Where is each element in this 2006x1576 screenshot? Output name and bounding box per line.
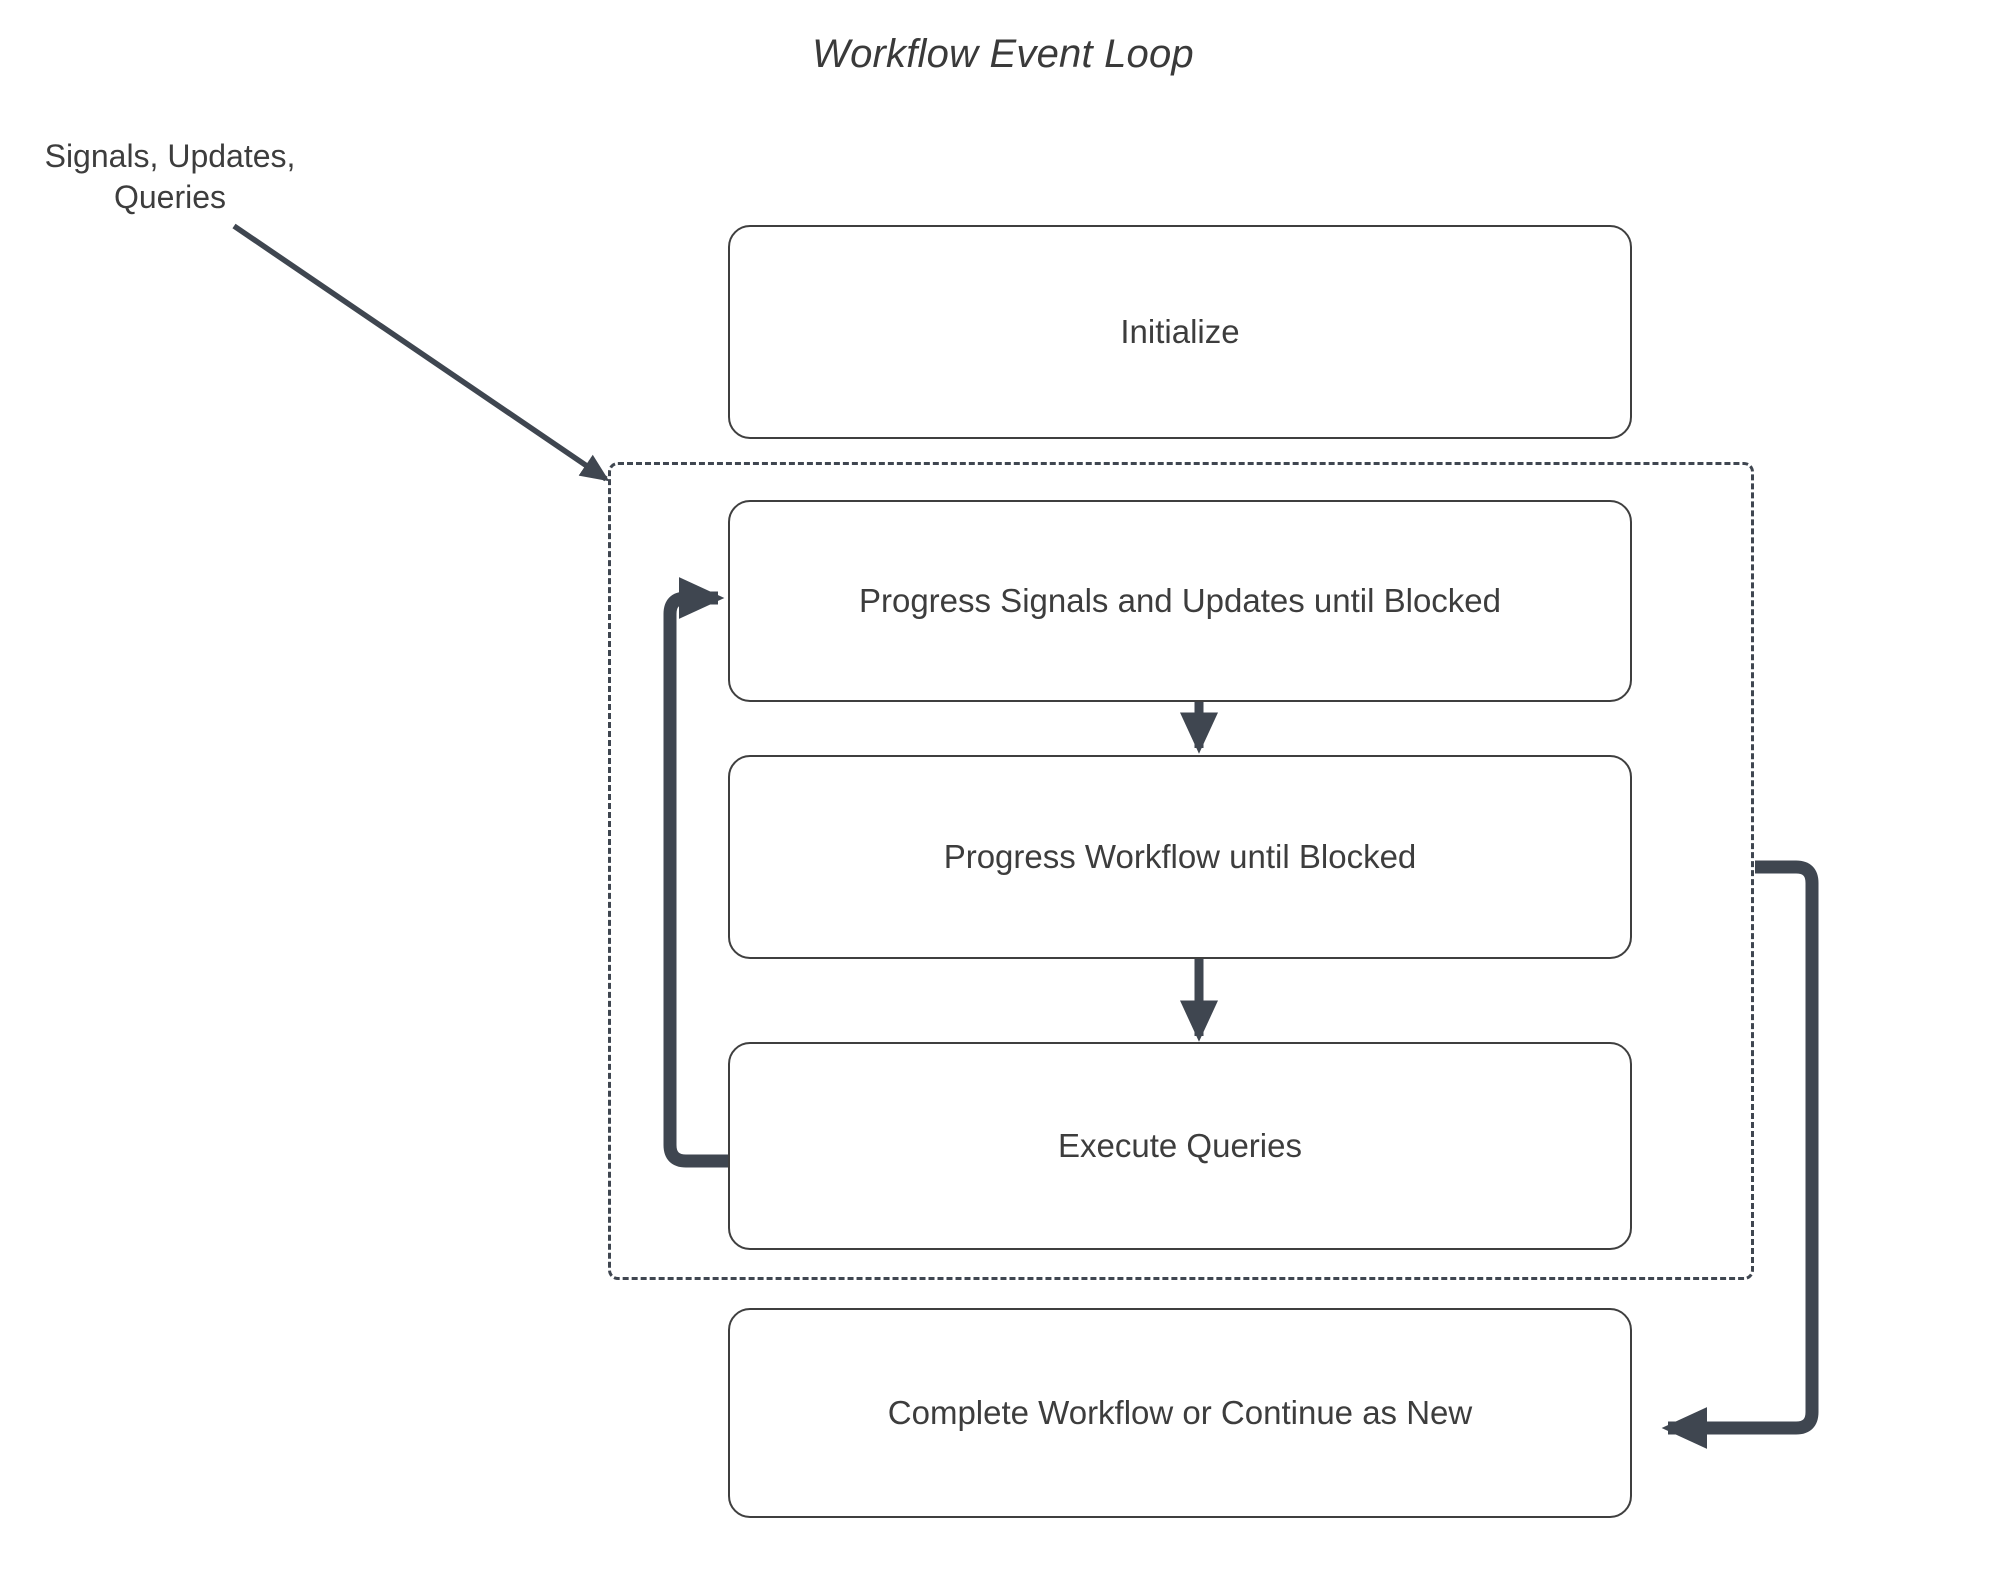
external-input-label: Signals, Updates, Queries: [20, 136, 320, 218]
edge-signals-to-loop: [232, 223, 610, 482]
node-initialize[interactable]: Initialize: [728, 225, 1632, 439]
node-progress-signals[interactable]: Progress Signals and Updates until Block…: [728, 500, 1632, 702]
page-title: Workflow Event Loop: [812, 32, 1194, 76]
node-progress-workflow-label: Progress Workflow until Blocked: [943, 838, 1417, 876]
node-complete-workflow-label: Complete Workflow or Continue as New: [887, 1394, 1473, 1432]
external-input-label-line2: Queries: [113, 179, 227, 215]
node-progress-signals-label: Progress Signals and Updates until Block…: [858, 582, 1502, 620]
node-complete-workflow[interactable]: Complete Workflow or Continue as New: [728, 1308, 1632, 1518]
external-input-label-line1: Signals, Updates,: [44, 138, 296, 174]
node-progress-workflow[interactable]: Progress Workflow until Blocked: [728, 755, 1632, 959]
node-initialize-label: Initialize: [1120, 313, 1240, 351]
node-execute-queries-label: Execute Queries: [1058, 1127, 1302, 1165]
loop-container: [608, 462, 1754, 1280]
node-execute-queries[interactable]: Execute Queries: [728, 1042, 1632, 1250]
